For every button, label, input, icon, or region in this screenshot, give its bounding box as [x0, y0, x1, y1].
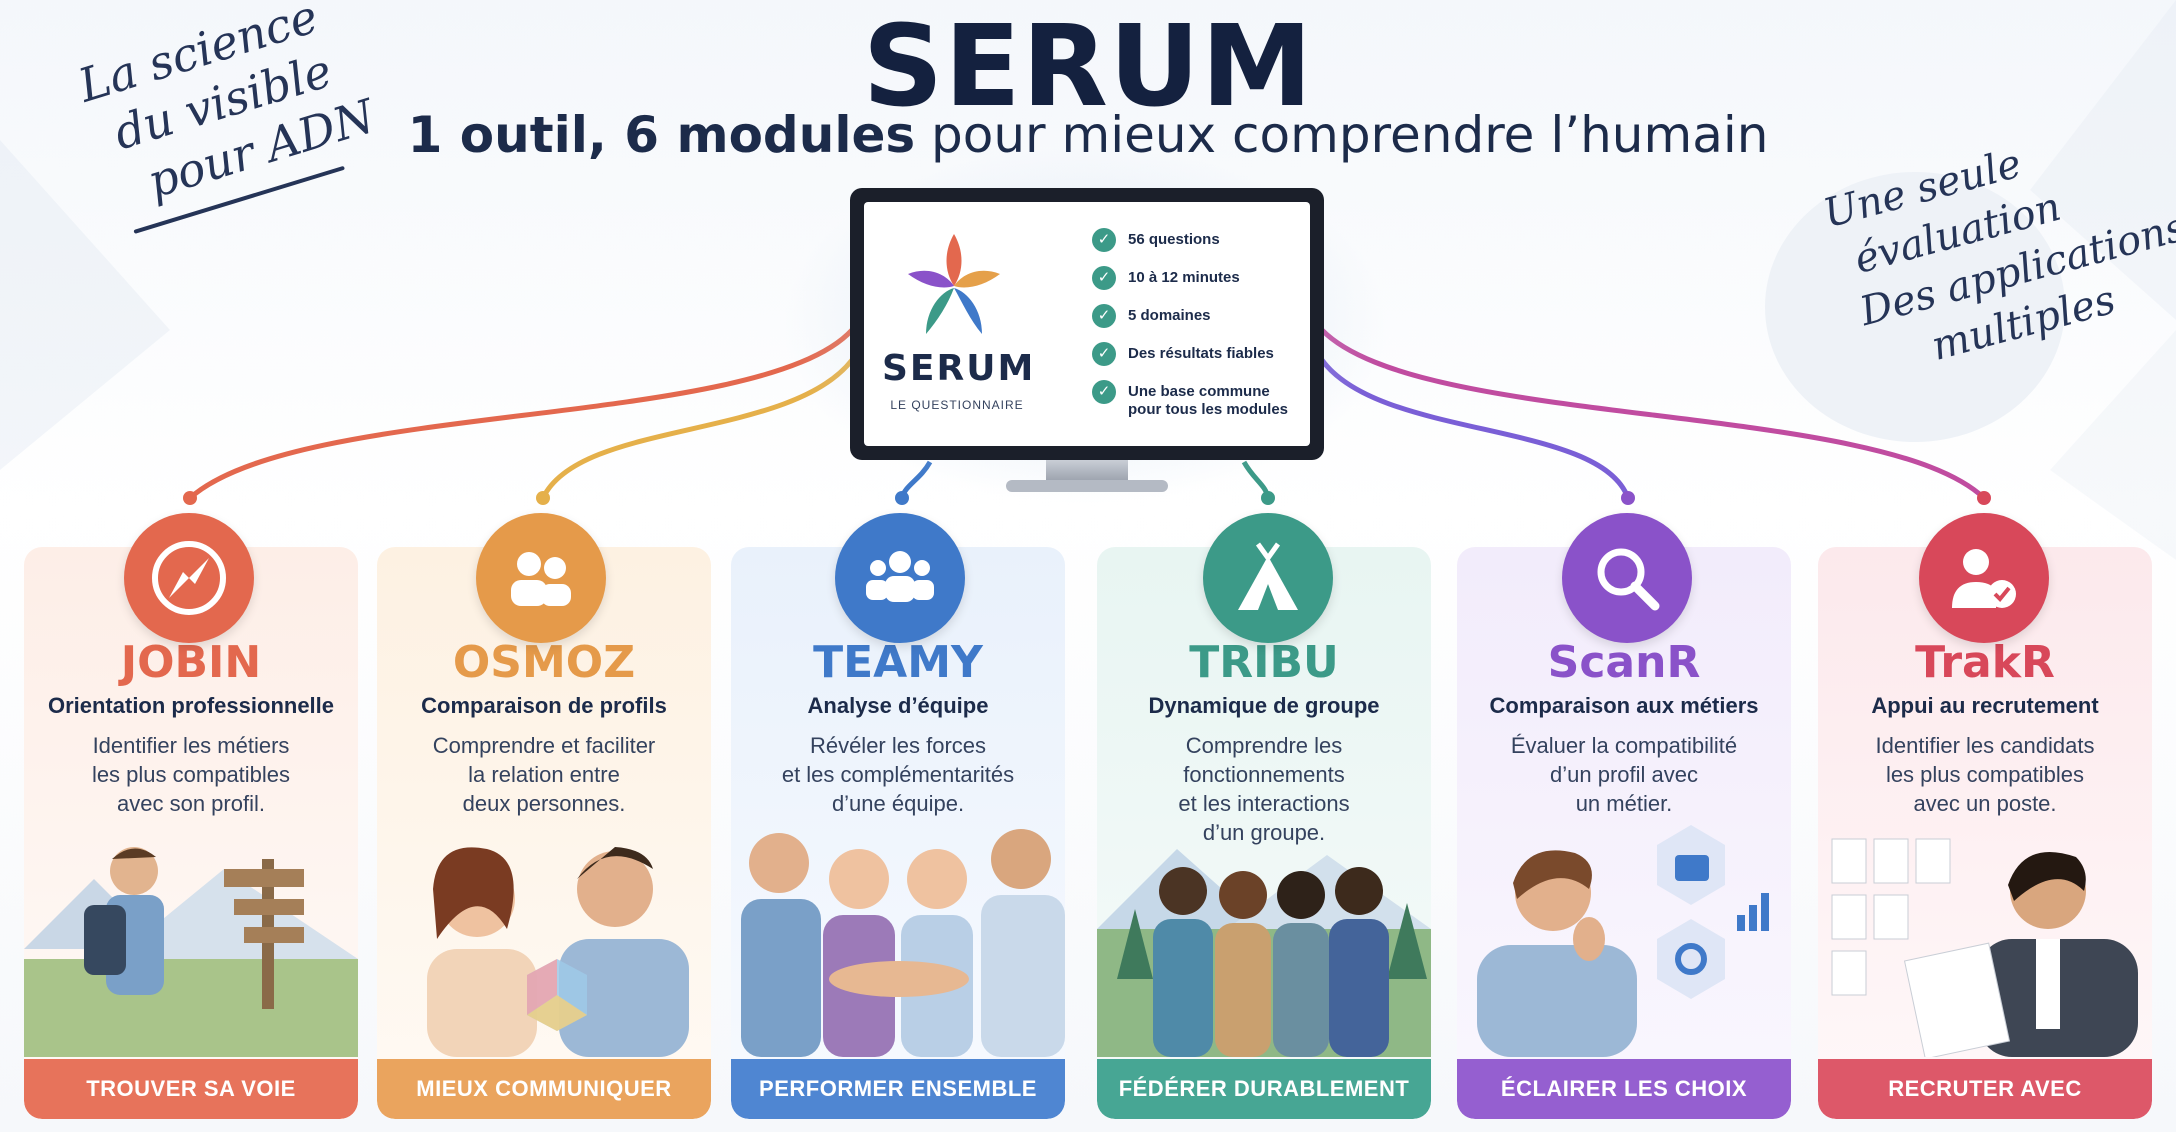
module-description: Identifier les métiers les plus compatib… — [91, 733, 291, 816]
check-item: ✓ 56 questions — [1092, 228, 1304, 252]
check-icon: ✓ — [1092, 304, 1116, 328]
team-hands-illustration — [741, 829, 1065, 1057]
module-description: Comprendre et faciliter la relation entr… — [432, 733, 656, 816]
module-subtitle: Comparaison aux métiers — [1489, 693, 1759, 718]
check-icon: ✓ — [1092, 266, 1116, 290]
group-hug-illustration — [1097, 849, 1431, 1057]
connector-dot-jobin — [183, 491, 197, 505]
monitor-stand — [1046, 460, 1128, 482]
module-name: ScanR — [1547, 637, 1701, 688]
user-check-icon — [1919, 513, 2049, 643]
module-name: TEAMY — [813, 637, 983, 688]
serum-flower-logo — [908, 234, 1000, 334]
module-name: TRIBU — [1189, 637, 1339, 688]
connector-dot-tribu — [1261, 491, 1275, 505]
screen-brand: SERUM — [882, 348, 1036, 389]
module-subtitle: Orientation professionnelle — [47, 693, 335, 718]
module-subtitle: Analyse d’équipe — [807, 693, 989, 718]
monitor-screen: SERUM LE QUESTIONNAIRE ✓ 56 questions ✓ 10… — [864, 202, 1310, 446]
check-item: ✓ Des résultats fiables — [1092, 342, 1304, 366]
subtitle-bold: 1 outil, 6 modules — [407, 106, 916, 164]
page-title: SERUM — [862, 2, 1314, 132]
check-icon: ✓ — [1092, 380, 1116, 404]
check-text: 10 à 12 minutes — [1128, 269, 1240, 286]
module-description: Comprendre les fonctionnements et les in… — [1178, 733, 1350, 845]
connector-dot-teamy — [895, 491, 909, 505]
screen-brand-subtitle: LE QUESTIONNAIRE — [890, 398, 1024, 412]
connector-dot-osmoz — [536, 491, 550, 505]
two-people-icon — [476, 513, 606, 643]
compass-icon — [124, 513, 254, 643]
module-button[interactable]: TROUVER SA VOIE — [24, 1059, 358, 1119]
monitor: SERUM LE QUESTIONNAIRE ✓ 56 questions ✓ 10… — [850, 188, 1324, 494]
module-name: JOBIN — [120, 637, 262, 688]
module-button[interactable]: RECRUTER AVEC CONFIANCE — [1818, 1059, 2152, 1119]
check-icon: ✓ — [1092, 342, 1116, 366]
module-subtitle: Comparaison de profils — [421, 693, 667, 718]
magnifier-icon — [1562, 513, 1692, 643]
check-list: ✓ 56 questions ✓ 10 à 12 minutes ✓ 5 domain… — [1092, 228, 1304, 433]
check-text: 5 domaines — [1128, 307, 1211, 324]
connector-trakr — [1320, 328, 1986, 500]
recruiter-cv-illustration — [1831, 838, 2138, 1057]
connector-dot-trakr — [1977, 491, 1991, 505]
module-description: Évaluer la compatibilité d’un profil ave… — [1510, 733, 1738, 816]
module-button[interactable]: ÉCLAIRER LES CHOIX — [1457, 1059, 1791, 1119]
connector-dot-scanr — [1621, 491, 1635, 505]
module-description: Révéler les forces et les complémentarit… — [781, 733, 1015, 816]
check-text: Des résultats fiables — [1128, 345, 1274, 362]
module-card-jobin[interactable]: JOBIN Orientation professionnelle Identi… — [24, 547, 358, 1119]
monitor-base — [1006, 480, 1168, 492]
module-card-teamy[interactable]: TEAMY Analyse d’équipe Révéler les force… — [731, 547, 1065, 1119]
team-icon — [835, 513, 965, 643]
check-item: ✓ 5 domaines — [1092, 304, 1304, 328]
module-button[interactable]: PERFORMER ENSEMBLE — [731, 1059, 1065, 1119]
check-text: Une base commune pour tous les modules — [1128, 383, 1289, 418]
thinking-man-illustration — [1477, 825, 1769, 1057]
check-icon: ✓ — [1092, 228, 1116, 252]
module-name: OSMOZ — [452, 637, 636, 688]
tipi-icon — [1203, 513, 1333, 643]
note-background-circle — [1765, 172, 2065, 442]
module-subtitle: Dynamique de groupe — [1148, 693, 1380, 718]
check-item: ✓ 10 à 12 minutes — [1092, 266, 1304, 290]
module-subtitle: Appui au recrutement — [1871, 693, 2099, 718]
module-description: Identifier les candidats les plus compat… — [1875, 733, 2095, 816]
check-item: ✓ Une base commune pour tous les modules — [1092, 380, 1304, 419]
module-button[interactable]: FÉDÉRER DURABLEMENT — [1097, 1059, 1431, 1119]
module-card-osmoz[interactable]: OSMOZ Comparaison de profils Comprendre … — [377, 547, 711, 1119]
two-people-illustration — [427, 847, 689, 1057]
module-name: TrakR — [1915, 637, 2055, 688]
monitor-frame: SERUM LE QUESTIONNAIRE ✓ 56 questions ✓ 10… — [850, 188, 1324, 460]
hiker-signpost-illustration — [24, 847, 358, 1057]
module-button[interactable]: MIEUX COMMUNIQUER — [377, 1059, 711, 1119]
check-text: 56 questions — [1128, 231, 1220, 248]
